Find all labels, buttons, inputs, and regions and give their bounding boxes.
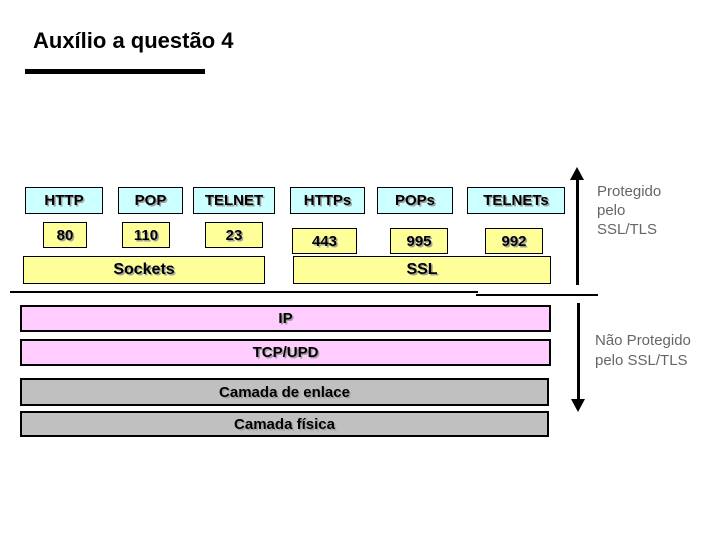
up-arrowhead-icon [570, 167, 584, 180]
port-box-995: 995 [390, 228, 448, 254]
unprotected-range-arrow [577, 303, 580, 403]
title-underline [25, 69, 205, 74]
protocol-box-http: HTTP [25, 187, 103, 214]
separator-line-left [10, 291, 478, 293]
port-box-443: 443 [292, 228, 357, 254]
separator-line-right [476, 294, 598, 296]
port-box-80: 80 [43, 222, 87, 248]
page-title: Auxílio a questão 4 [33, 28, 234, 53]
protected-range-arrow [576, 178, 579, 285]
ip-layer-box: IP [20, 305, 551, 332]
protected-label: Protegido pelo SSL/TLS [597, 182, 661, 239]
sockets-box: Sockets [23, 256, 265, 284]
port-box-110: 110 [122, 222, 170, 248]
protocol-box-https: HTTPs [290, 187, 365, 214]
link-layer-box: Camada de enlace [20, 378, 549, 406]
ssl-box: SSL [293, 256, 551, 284]
physical-layer-box: Camada física [20, 411, 549, 437]
down-arrowhead-icon [571, 399, 585, 412]
not-protected-label-line-2: pelo SSL/TLS [595, 352, 688, 369]
not-protected-label: Não Protegido pelo SSL/TLS [595, 331, 691, 371]
protocol-box-telnets: TELNETs [467, 187, 565, 214]
port-box-23: 23 [205, 222, 263, 248]
tcp-udp-layer-box: TCP/UPD [20, 339, 551, 366]
protected-label-line-1: Protegido [597, 183, 662, 200]
protocol-box-telnet: TELNET [193, 187, 275, 214]
protected-label-line-2: pelo [597, 202, 626, 219]
protocol-box-pop: POP [118, 187, 183, 214]
protected-label-line-3: SSL/TLS [597, 221, 658, 238]
protocol-box-pops: POPs [377, 187, 453, 214]
port-box-992: 992 [485, 228, 543, 254]
not-protected-label-line-1: Não Protegido [595, 332, 691, 349]
